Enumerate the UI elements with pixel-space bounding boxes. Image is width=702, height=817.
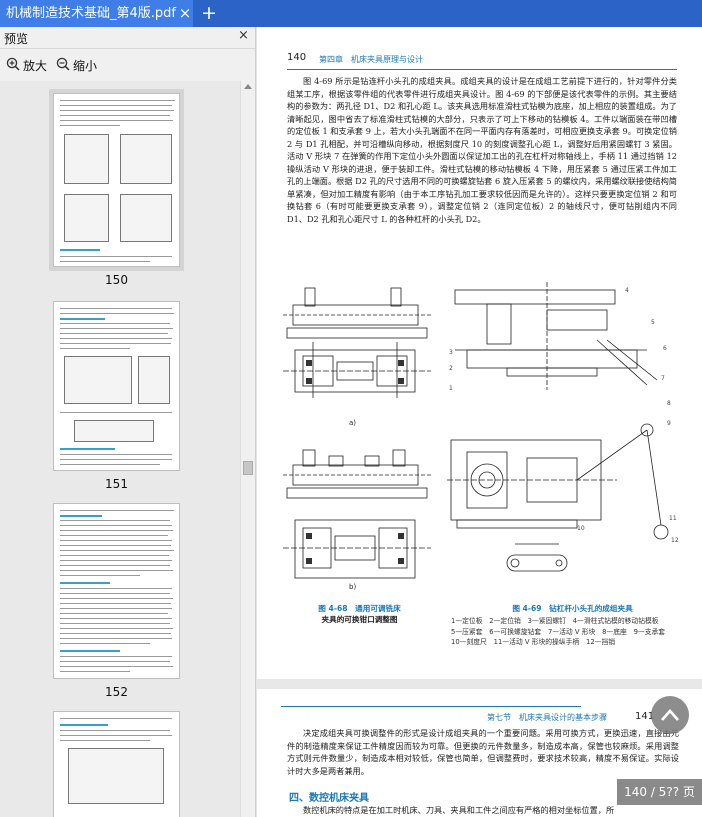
figure-4-68-caption: 图 4-68 通用可调铣床 夹具的可换钳口调整图	[297, 603, 422, 625]
thumbnail-page-152[interactable]	[53, 503, 180, 679]
document-viewer[interactable]: 140 第四章 机床夹具原理与设计 图 4-69 所示是钻连杆小头孔的成组夹具。…	[257, 27, 702, 817]
svg-text:8: 8	[667, 400, 671, 407]
section-title: 四、数控机床夹具	[289, 793, 369, 804]
page-indicator-text: 140 / 5?? 页	[624, 785, 695, 799]
svg-text:4: 4	[625, 287, 629, 294]
zoom-out-button[interactable]: 缩小	[56, 56, 104, 74]
page140-paragraph: 图 4-69 所示是钻连杆小头孔的成组夹具。成组夹具的设计是在成组工艺前提下进行…	[287, 76, 677, 224]
legend-line: 5—压紧套 6—可换螺旋钻套 7—活动 V 形块 8—底座 9—支承套	[451, 627, 666, 636]
sidebar-toolbar: 放大 缩小	[0, 50, 255, 78]
header-rule	[281, 706, 581, 707]
zoom-in-label: 放大	[23, 59, 48, 73]
thumbnail-page-next[interactable]	[53, 711, 180, 817]
tab-bar: 机械制造技术基础_第4版.pdf × +	[0, 0, 702, 27]
document-tab[interactable]: 机械制造技术基础_第4版.pdf	[0, 0, 193, 27]
thumbnail-list: 150 151	[0, 81, 240, 817]
figure-4-69-legend: 1—定位板 2—定位销 3—紧固螺钉 4—滑柱式钻模的移动钻模板 5—压紧套 6…	[451, 616, 681, 648]
scrollbar-thumb[interactable]	[243, 461, 253, 475]
figure-4-69-caption: 图 4-69 钻杠杆小头孔的成组夹具	[485, 603, 660, 614]
zoom-in-button[interactable]: 放大	[6, 56, 54, 74]
thumbnail-label: 150	[105, 273, 128, 287]
svg-text:11: 11	[669, 515, 677, 522]
svg-text:9: 9	[667, 420, 671, 427]
svg-text:3: 3	[449, 349, 453, 356]
zoom-in-icon	[6, 57, 20, 71]
svg-text:12: 12	[671, 537, 679, 544]
figure-label-b: b)	[349, 583, 357, 591]
fig68-caption-title: 图 4-68 通用可调铣床	[318, 604, 401, 613]
svg-text:2: 2	[449, 365, 453, 372]
header-rule	[287, 69, 677, 70]
page-number: 140	[287, 52, 307, 63]
figure-4-68	[283, 287, 431, 579]
thumbnail-page-150[interactable]	[49, 89, 184, 271]
svg-text:7: 7	[661, 375, 665, 382]
sidebar-title: 预览	[4, 32, 29, 46]
zoom-out-icon	[56, 57, 70, 71]
page-number: 141	[635, 711, 655, 722]
page141-paragraph: 决定成组夹具可换调整件的形式是设计成组夹具的一个重要问题。采用可换方式，更换迅速…	[287, 728, 679, 776]
sidebar-close-icon[interactable]: ×	[238, 28, 249, 43]
svg-text:5: 5	[651, 319, 655, 326]
fig68-caption-line2: 夹具的可换钳口调整图	[321, 615, 398, 624]
tab-title: 机械制造技术基础_第4版.pdf	[6, 6, 176, 21]
sidebar-header: 预览 ×	[0, 27, 255, 49]
tab-close-icon[interactable]: ×	[178, 4, 192, 22]
new-tab-icon[interactable]: +	[201, 2, 217, 24]
chapter-header: 第七节 机床夹具设计的基本步骤	[487, 713, 607, 722]
legend-line: 10—刻度尺 11—活动 V 形块的操纵手柄 12—挡销	[451, 638, 616, 646]
page-gap	[257, 679, 702, 689]
back-to-top-button[interactable]	[651, 696, 689, 734]
page141-paragraph2: 数控机床的特点是在加工时机床、刀具、夹具和工件之间应有严格的相对坐标位置，所	[303, 805, 615, 815]
zoom-out-label: 缩小	[73, 59, 98, 73]
fig69-caption-title: 图 4-69 钻杠杆小头孔的成组夹具	[512, 604, 633, 613]
preview-sidebar: 预览 × 放大 缩小 150	[0, 27, 256, 817]
chapter-header: 第四章 机床夹具原理与设计	[319, 55, 423, 64]
thumbnail-page-151[interactable]	[53, 301, 180, 471]
scroll-up-icon[interactable]	[244, 84, 252, 89]
page-indicator: 140 / 5?? 页	[617, 779, 702, 805]
thumbnail-label: 151	[105, 477, 128, 491]
chevron-up-icon	[661, 709, 679, 721]
thumbnail-label: 152	[105, 685, 128, 699]
svg-text:6: 6	[663, 345, 667, 352]
sidebar-scrollbar[interactable]	[240, 81, 255, 817]
svg-text:10: 10	[577, 525, 585, 532]
svg-text:1: 1	[449, 385, 453, 392]
legend-line: 1—定位板 2—定位销 3—紧固螺钉 4—滑柱式钻模的移动钻模板	[451, 617, 659, 625]
figure-label-a: a)	[349, 419, 357, 427]
